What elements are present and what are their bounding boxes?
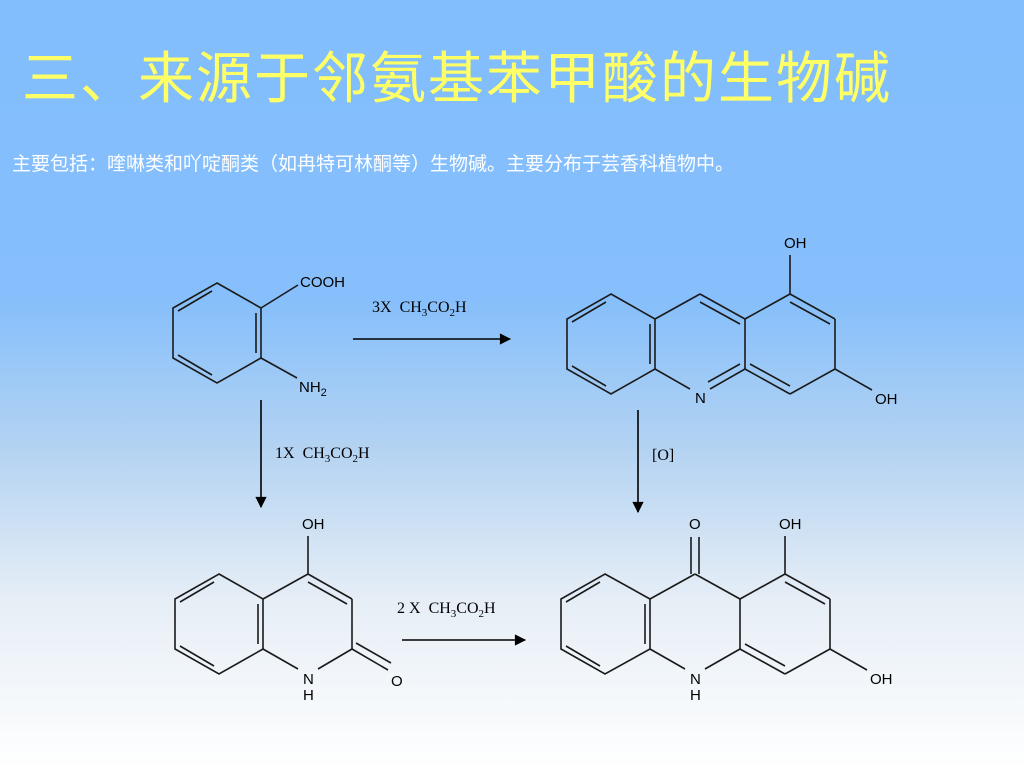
quinolone-structure: OH N H O [174, 516, 403, 704]
reagent-oxidation: [O] [652, 447, 674, 464]
acridine-diol-structure: OH OH N [566, 235, 898, 408]
reagent-2x-acetic: 2 X CH3CO2H [397, 600, 496, 620]
quinolone-h-label: H [303, 687, 314, 704]
quinolone-oh-label: OH [302, 516, 325, 533]
slide-subtitle: 主要包括：喹啉类和吖啶酮类（如冉特可林酮等）生物碱。主要分布于芸香科植物中。 [12, 153, 735, 175]
ring-nitrogen-label: N [695, 390, 706, 407]
acridone-oh-top-label: OH [779, 516, 802, 533]
reagent-1x-acetic: 1X CH3CO2H [275, 445, 370, 465]
oh-right-label: OH [875, 391, 898, 408]
cooh-label: COOH [300, 274, 345, 291]
quinolone-n-label: N [303, 671, 314, 688]
acridone-h-label: H [690, 687, 701, 704]
acridone-diol-structure: O OH OH N H [560, 516, 893, 704]
acridone-o-label: O [689, 516, 701, 533]
slide-title: 三、来源于邻氨基苯甲酸的生物碱 [22, 47, 892, 112]
reagent-3x-acetic: 3X CH3CO2H [372, 299, 467, 319]
acridone-oh-right-label: OH [870, 671, 893, 688]
nh2-label: NH2 [299, 379, 327, 399]
acridone-n-label: N [690, 671, 701, 688]
oh-top-label: OH [784, 235, 807, 252]
quinolone-o-label: O [391, 673, 403, 690]
anthranilic-acid-structure: COOH NH2 [172, 274, 345, 399]
